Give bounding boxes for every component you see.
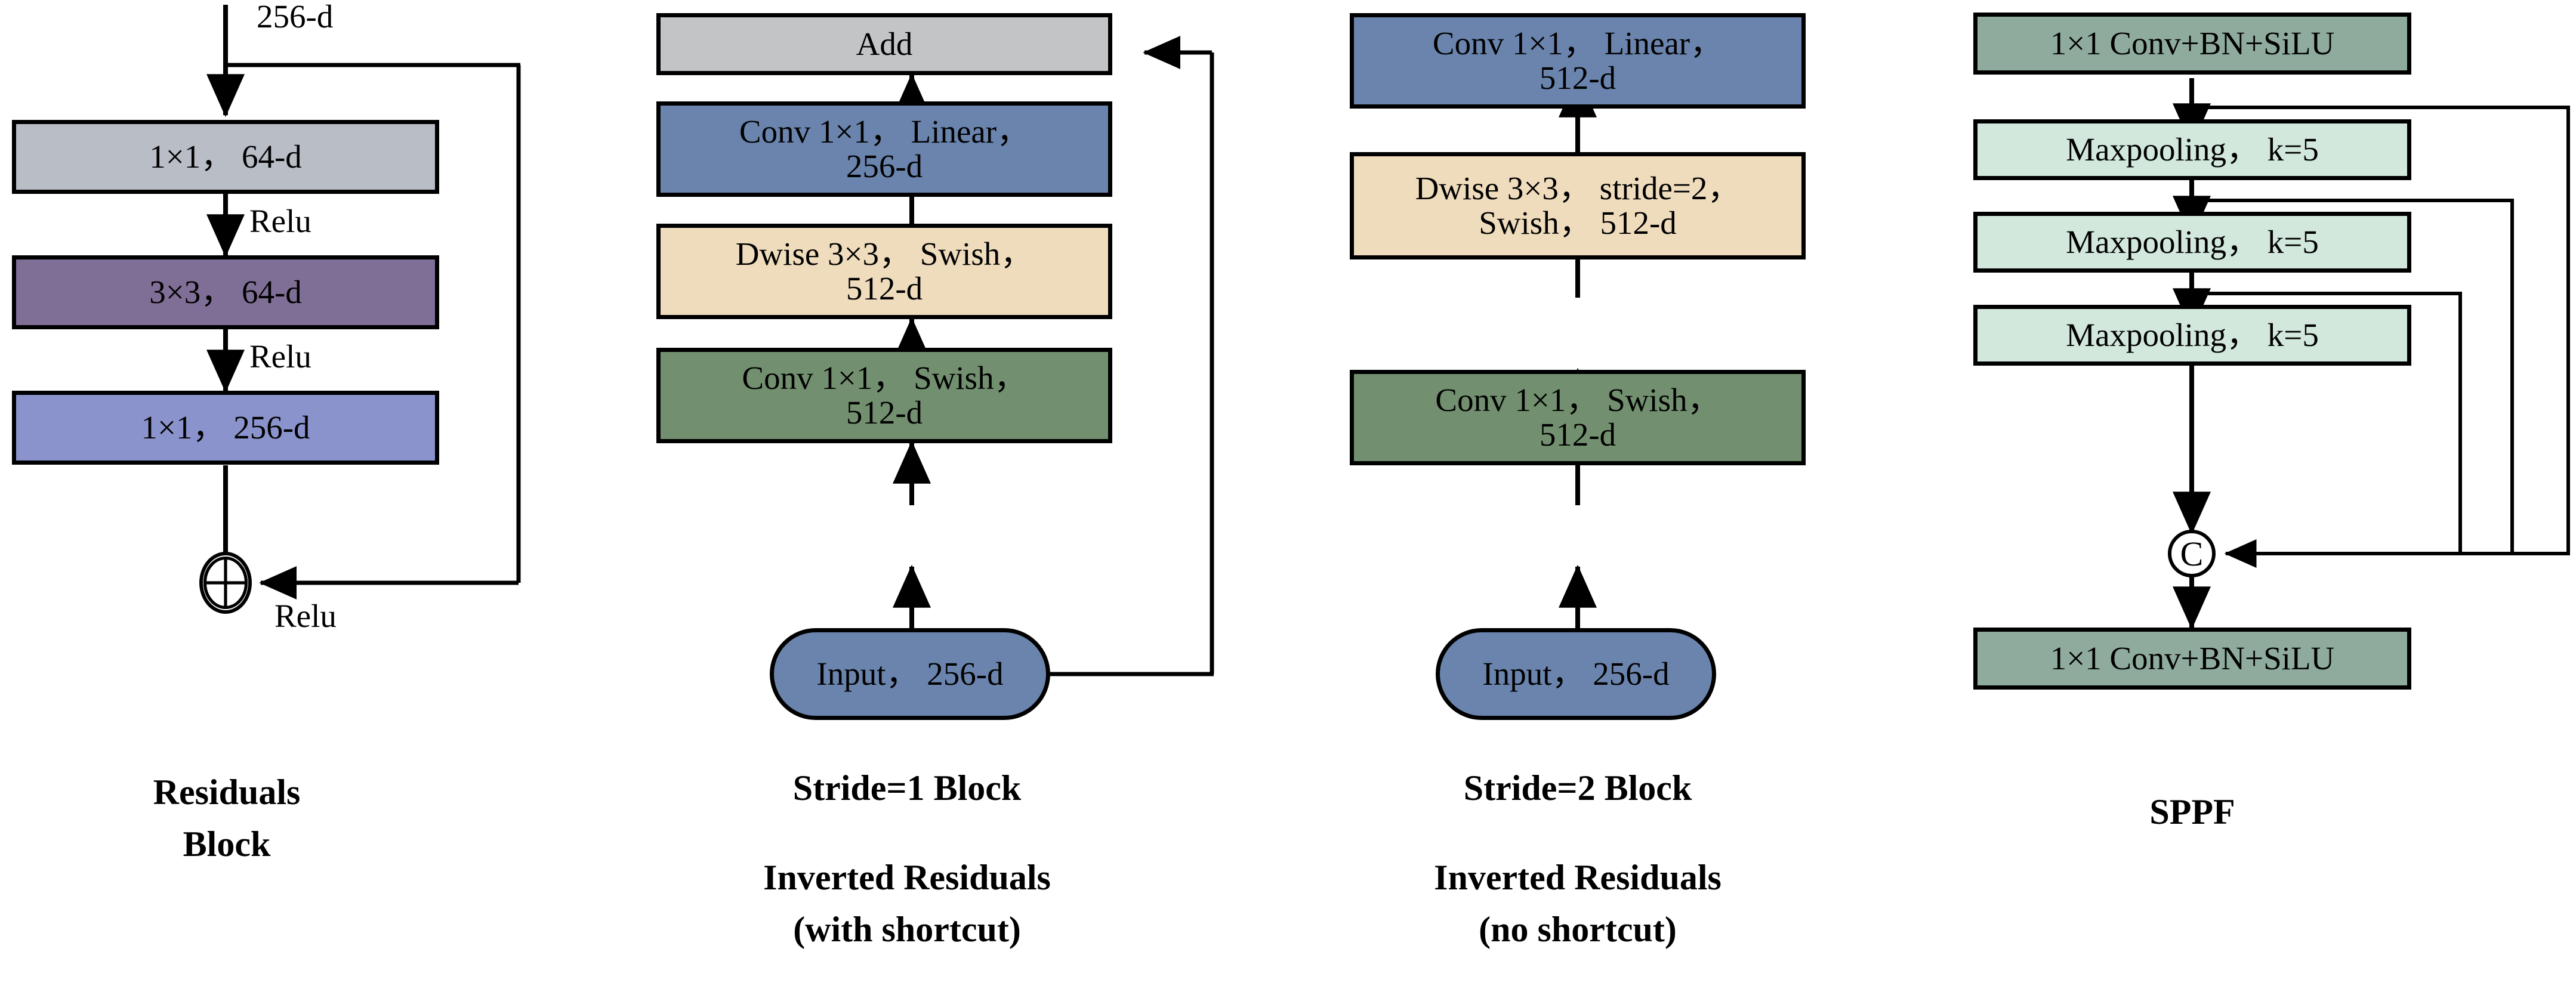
conv-bn-silu-bottom-label: 1×1 Conv+BN+SiLU — [2050, 639, 2335, 676]
relu-label-3: Relu — [274, 598, 337, 634]
input-pill-stride1-label: Input， 256-d — [816, 655, 1004, 692]
input-pill-stride2: Input， 256-d — [1436, 628, 1716, 720]
concat-operator-icon: C — [2168, 530, 2216, 577]
conv-bn-silu-bottom-block: 1×1 Conv+BN+SiLU — [1973, 628, 2411, 690]
conv-3x3-64-label: 3×3， 64-d — [149, 273, 302, 310]
conv-1x1-swish-512-block: Conv 1×1， Swish， 512-d — [656, 348, 1112, 443]
relu-label-1: Relu — [249, 203, 311, 239]
input-pill-stride1: Input， 256-d — [770, 628, 1050, 720]
plus-circle-icon — [203, 556, 248, 610]
conv-1x1-swish-512-s2-label: Conv 1×1， Swish， 512-d — [1435, 381, 1720, 453]
conv-1x1-64-block: 1×1， 64-d — [12, 120, 439, 194]
conv-1x1-linear-256-label: Conv 1×1， Linear， 256-d — [739, 113, 1030, 184]
dwise-3x3-swish-512-label: Dwise 3×3， Swish， 512-d — [735, 235, 1034, 307]
input-pill-stride2-label: Input， 256-d — [1482, 655, 1670, 692]
conv-bn-silu-top-block: 1×1 Conv+BN+SiLU — [1973, 13, 2411, 75]
label-256-d-top: 256-d — [257, 0, 334, 35]
conv-3x3-64-block: 3×3， 64-d — [12, 255, 439, 329]
conv-1x1-linear-256-block: Conv 1×1， Linear， 256-d — [656, 101, 1112, 197]
maxpooling-1-block: Maxpooling， k=5 — [1973, 119, 2411, 180]
conv-1x1-linear-512-block: Conv 1×1， Linear， 512-d — [1350, 13, 1806, 109]
dwise-3x3-stride2-swish-512-block: Dwise 3×3， stride=2， Swish， 512-d — [1350, 152, 1806, 259]
conv-1x1-64-label: 1×1， 64-d — [149, 138, 302, 175]
maxpooling-2-label: Maxpooling， k=5 — [2066, 223, 2319, 260]
conv-1x1-256-block: 1×1， 256-d — [12, 391, 439, 465]
conv-1x1-256-label: 1×1， 256-d — [141, 409, 310, 446]
add-block: Add — [656, 13, 1112, 75]
caption-stride-1-block: Stride=1 Block — [792, 768, 1022, 808]
dwise-3x3-swish-512-block: Dwise 3×3， Swish， 512-d — [656, 224, 1112, 319]
concat-operator-label: C — [2180, 534, 2204, 573]
conv-bn-silu-top-label: 1×1 Conv+BN+SiLU — [2050, 24, 2335, 61]
caption-inverted-residuals-with-shortcut: Inverted Residuals (with shortcut) — [763, 858, 1051, 949]
maxpooling-3-block: Maxpooling， k=5 — [1973, 305, 2411, 366]
conv-1x1-swish-512-block-s2: Conv 1×1， Swish， 512-d — [1350, 370, 1806, 465]
caption-residuals-block: Residuals Block — [153, 772, 301, 864]
conv-1x1-swish-512-label: Conv 1×1， Swish， 512-d — [742, 359, 1027, 431]
maxpooling-2-block: Maxpooling， k=5 — [1973, 212, 2411, 273]
conv-1x1-linear-512-label: Conv 1×1， Linear， 512-d — [1432, 24, 1723, 96]
caption-sppf: SPPF — [2149, 792, 2235, 832]
add-operator-icon — [199, 552, 252, 614]
maxpooling-3-label: Maxpooling， k=5 — [2066, 316, 2319, 353]
caption-inverted-residuals-no-shortcut: Inverted Residuals (no shortcut) — [1434, 858, 1722, 949]
dwise-3x3-stride2-swish-512-label: Dwise 3×3， stride=2， Swish， 512-d — [1415, 169, 1741, 241]
maxpooling-1-label: Maxpooling， k=5 — [2066, 131, 2319, 168]
add-block-label: Add — [856, 25, 913, 62]
caption-stride-2-block: Stride=2 Block — [1463, 768, 1692, 808]
relu-label-2: Relu — [249, 338, 311, 375]
